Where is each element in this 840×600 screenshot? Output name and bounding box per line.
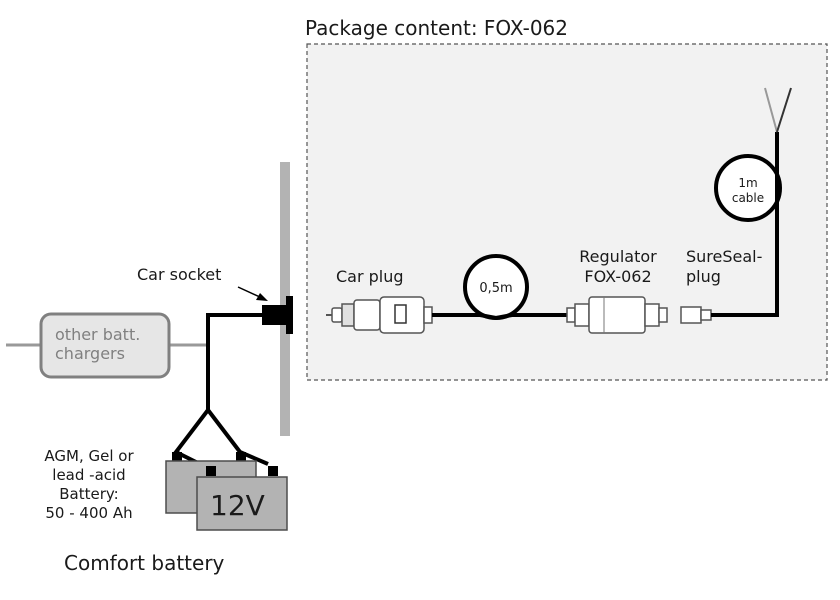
car-plug-label: Car plug [336, 267, 404, 286]
car-socket-body [262, 305, 286, 325]
car-plug-body [353, 299, 381, 331]
battery-voltage-label: 12V [210, 489, 265, 522]
battery-group: 12V AGM, Gel or lead -acid Battery: 50 -… [44, 447, 288, 575]
car-plug-contact [341, 303, 355, 327]
short-cable: 0,5m [432, 254, 568, 321]
car-socket: Car socket [137, 265, 293, 334]
sureseal-label-2: plug [686, 267, 721, 286]
sureseal-plug-body [680, 306, 702, 324]
short-cable-wire [432, 313, 568, 321]
regulator-body [588, 296, 646, 334]
car-plug-window [394, 304, 407, 324]
regulator-collar-right [644, 303, 660, 327]
socket-wiring [172, 313, 269, 466]
other-chargers-label-2: chargers [55, 344, 125, 363]
other-chargers-box [39, 312, 171, 379]
package-title: Package content: FOX-062 [305, 16, 568, 40]
battery-desc-line3: Battery: [59, 485, 118, 503]
sureseal-plug: SureSeal- plug [680, 247, 762, 324]
cable-lead-black [776, 87, 792, 133]
regulator-end-right [658, 307, 668, 323]
long-cable-label-2: cable [732, 191, 764, 205]
battery-front-terminal-left [206, 466, 216, 476]
car-plug-boot [423, 306, 433, 324]
battery-front [196, 476, 288, 531]
car-plug-tip-cap [331, 307, 343, 323]
socket-wire [206, 313, 262, 410]
regulator-label-1: Regulator [579, 247, 657, 266]
car-socket-flange [286, 296, 293, 334]
battery-desc-line2: lead -acid [52, 466, 125, 484]
car-plug: Car plug [326, 267, 433, 334]
battery-desc-line4: 50 - 400 Ah [45, 504, 132, 522]
regulator: Regulator FOX-062 [566, 247, 668, 334]
short-cable-label: 0,5m [479, 281, 512, 296]
battery-back-terminal-left [172, 452, 182, 462]
battery-front-terminal-right [268, 466, 278, 476]
vehicle-wall [280, 162, 290, 436]
battery-back-terminal-right [236, 452, 246, 462]
other-chargers-group: other batt. chargers [6, 312, 208, 379]
long-cable: 1m cable [711, 87, 792, 317]
sureseal-label-1: SureSeal- [686, 247, 762, 266]
car-socket-arrow-head [256, 293, 268, 301]
car-socket-label: Car socket [137, 265, 221, 284]
cable-lead-grey [764, 87, 778, 133]
long-cable-label-1: 1m [738, 176, 757, 190]
other-chargers-label-1: other batt. [55, 325, 140, 344]
comfort-battery-label: Comfort battery [64, 551, 225, 575]
regulator-collar-left [574, 303, 590, 327]
sureseal-plug-collar [700, 309, 712, 321]
regulator-label-2: FOX-062 [584, 267, 651, 286]
battery-desc-line1: AGM, Gel or [44, 447, 134, 465]
car-socket-arrow-line [237, 286, 263, 299]
regulator-end-left [566, 307, 576, 323]
long-cable-coil [714, 154, 782, 222]
